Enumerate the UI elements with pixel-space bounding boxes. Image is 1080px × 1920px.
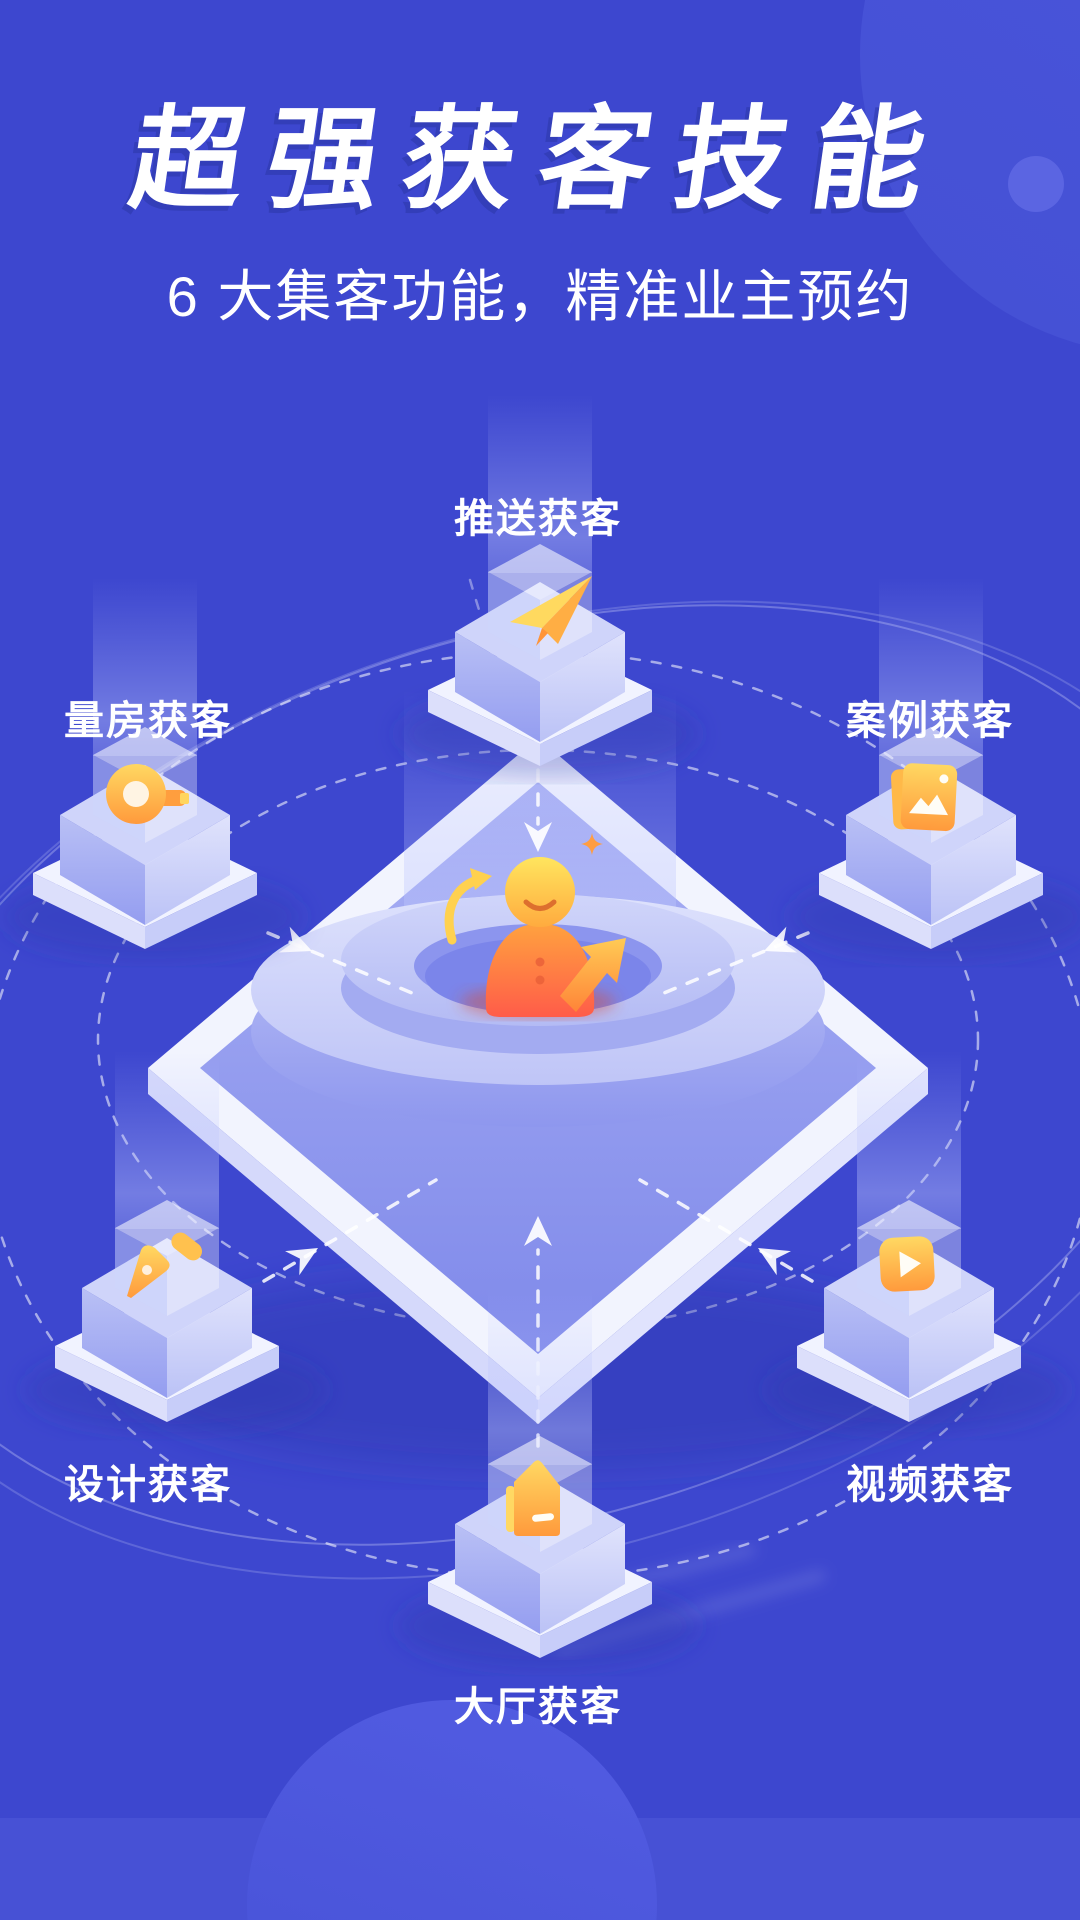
tape-measure-icon bbox=[106, 764, 189, 824]
label-hall-acquisition: 大厅获客 bbox=[454, 1685, 622, 1729]
curved-arrow-icon bbox=[444, 868, 492, 945]
hall-icon bbox=[506, 1460, 560, 1536]
node-pedestal-design bbox=[25, 1051, 325, 1432]
image-card-icon bbox=[890, 763, 958, 832]
node-pedestal-video bbox=[767, 1051, 1067, 1432]
node-pedestal-hall bbox=[398, 1287, 698, 1668]
node-pedestal-measure bbox=[3, 578, 303, 959]
paper-plane-icon bbox=[510, 576, 592, 646]
poster-subtitle: 6 大集客功能，精准业主预约 bbox=[166, 265, 914, 328]
label-push-acquisition: 推送获客 bbox=[454, 497, 622, 541]
video-play-icon bbox=[879, 1236, 935, 1292]
connector-upper-right bbox=[662, 931, 810, 995]
user-figure-icon bbox=[444, 857, 626, 1017]
connector-lower-right bbox=[638, 1178, 814, 1283]
decor-thin-rings bbox=[0, 600, 1080, 1580]
node-pedestal-case bbox=[789, 578, 1080, 959]
decor-dot-top-right bbox=[1008, 156, 1064, 212]
label-design-acquisition: 设计获客 bbox=[64, 1463, 232, 1507]
connector-lower-left bbox=[262, 1178, 438, 1283]
node-pedestal-push bbox=[398, 395, 698, 776]
sparkle-icon bbox=[581, 833, 603, 855]
label-case-acquisition: 案例获客 bbox=[846, 699, 1014, 743]
up-arrow-icon bbox=[560, 938, 626, 1012]
label-video-acquisition: 视频获客 bbox=[846, 1463, 1014, 1507]
poster-title: 超强获客技能 bbox=[123, 97, 957, 222]
pen-nib-icon bbox=[127, 1232, 203, 1298]
connector-upper-left bbox=[266, 931, 414, 995]
label-measure-acquisition: 量房获客 bbox=[64, 699, 232, 743]
